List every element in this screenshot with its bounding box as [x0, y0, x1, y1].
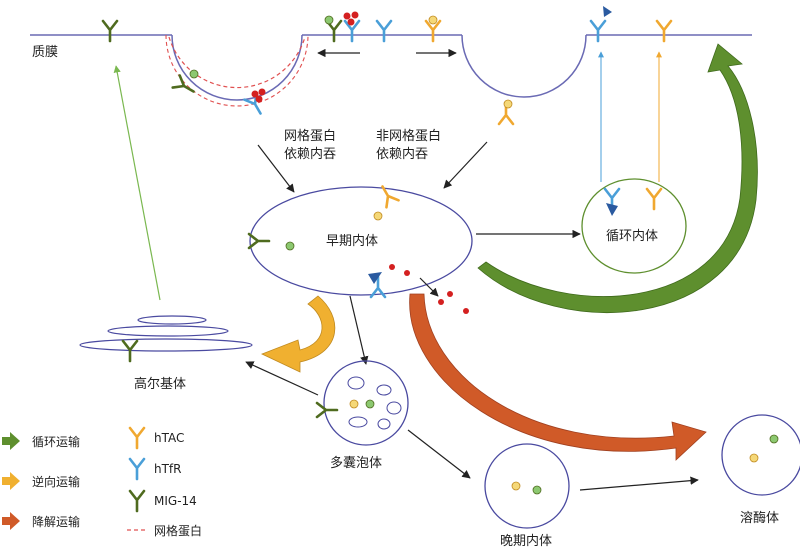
- ligand-icon: [255, 95, 263, 103]
- ligand-icon: [343, 12, 351, 20]
- legend: 循环运输 逆向运输 降解运输 hTAC hTfR MIG-14 网格蛋白: [2, 426, 202, 538]
- legend-mig14: MIG-14: [154, 494, 197, 508]
- intraluminal-vesicle: [347, 376, 365, 390]
- mig14-in-pit-icon: [171, 74, 199, 99]
- mig14-receptor-icon: [101, 19, 119, 43]
- mig14-icon: [315, 401, 339, 419]
- retrograde-transport-arrow: [260, 295, 336, 373]
- yellow-particle-icon: [349, 399, 359, 409]
- transferrin-icon: [368, 272, 382, 284]
- htac-icon: [645, 187, 663, 211]
- golgi-label: 高尔基体: [134, 376, 186, 392]
- recycling-transport-arrow: [477, 43, 758, 313]
- intraluminal-vesicle: [376, 384, 392, 396]
- lysosome: [721, 414, 800, 496]
- yellow-particle-icon: [749, 453, 759, 463]
- early-endosome-label: 早期内体: [326, 233, 378, 249]
- intraluminal-vesicle: [348, 416, 368, 428]
- green-particle-icon: [532, 485, 542, 495]
- to-lysosome-arrow: [579, 476, 699, 491]
- green-particle-icon: [189, 69, 199, 79]
- ligand-icon: [351, 11, 359, 19]
- degradation-legend-icon: [2, 512, 20, 530]
- yellow-particle-icon: [511, 481, 521, 491]
- endocytosis-arrow: [257, 144, 295, 193]
- ligand-icon: [251, 90, 259, 98]
- clathrin-coat-outer: [165, 34, 309, 107]
- clathrin-coat: [168, 36, 306, 89]
- mvb-label: 多囊泡体: [330, 455, 382, 471]
- green-particle-icon: [285, 241, 295, 251]
- green-particle-icon: [324, 15, 334, 25]
- ligand-icon: [438, 299, 444, 305]
- green-particle-icon: [769, 434, 779, 444]
- htfr-legend-icon: [128, 457, 146, 481]
- legend-retrograde: 逆向运输: [32, 474, 80, 489]
- recycling-endosome-label: 循环内体: [606, 228, 658, 244]
- lysosome-label: 溶酶体: [740, 510, 779, 526]
- retrograde-legend-icon: [2, 472, 20, 490]
- intraluminal-vesicle: [377, 418, 391, 430]
- ligand-icon: [258, 88, 266, 96]
- yellow-particle-icon: [428, 15, 438, 25]
- transferrin-icon: [603, 6, 612, 17]
- recycling-endosome: [581, 178, 687, 274]
- transferrin-icon: [606, 203, 618, 216]
- release-arrow: [419, 277, 439, 297]
- ligand-icon: [347, 18, 355, 26]
- legend-htac: hTAC: [154, 431, 184, 445]
- legend-clathrin: 网格蛋白: [154, 523, 202, 538]
- late-endosome: [484, 443, 570, 529]
- early-endosome: [249, 186, 473, 296]
- clathrin-dependent-label-2: 依赖内吞: [284, 146, 336, 162]
- golgi-to-membrane-arrow: [113, 65, 161, 301]
- mig14-legend-icon: [128, 489, 146, 513]
- yellow-particle-icon: [503, 99, 513, 109]
- to-mvb-arrow: [349, 295, 369, 365]
- legend-recycling: 循环运输: [32, 434, 80, 449]
- legend-htfr: hTfR: [154, 462, 182, 476]
- htfr-receptor-icon: [375, 19, 393, 43]
- green-particle-icon: [365, 399, 375, 409]
- late-endosome-label: 晚期内体: [500, 533, 552, 547]
- clathrin-independent-label-2: 依赖内吞: [376, 146, 428, 162]
- degradation-transport-arrow: [409, 293, 707, 461]
- htac-icon: [375, 181, 400, 209]
- recycling-legend-icon: [2, 432, 20, 450]
- endocytosis-arrow: [443, 141, 488, 189]
- plasma-membrane: [30, 34, 752, 101]
- ligand-icon: [389, 264, 395, 270]
- intraluminal-vesicle: [386, 401, 402, 415]
- membrane-label: 质膜: [32, 45, 58, 60]
- to-late-endosome-arrow: [407, 429, 471, 479]
- legend-degradation: 降解运输: [32, 514, 80, 529]
- yellow-particle-icon: [373, 211, 383, 221]
- ligand-icon: [447, 291, 453, 297]
- ligand-icon: [463, 308, 469, 314]
- multivesicular-body: [323, 360, 409, 446]
- htac-legend-icon: [128, 426, 146, 450]
- mig14-icon: [247, 232, 271, 250]
- clathrin-independent-label-1: 非网格蛋白: [376, 128, 441, 144]
- mvb-to-golgi-arrow: [245, 361, 319, 396]
- clathrin-dependent-label-1: 网格蛋白: [284, 128, 336, 144]
- ligand-icon: [404, 270, 410, 276]
- htfr-receptor-icon: [589, 19, 607, 43]
- golgi-apparatus: [79, 315, 253, 352]
- htac-receptor-icon: [655, 19, 673, 43]
